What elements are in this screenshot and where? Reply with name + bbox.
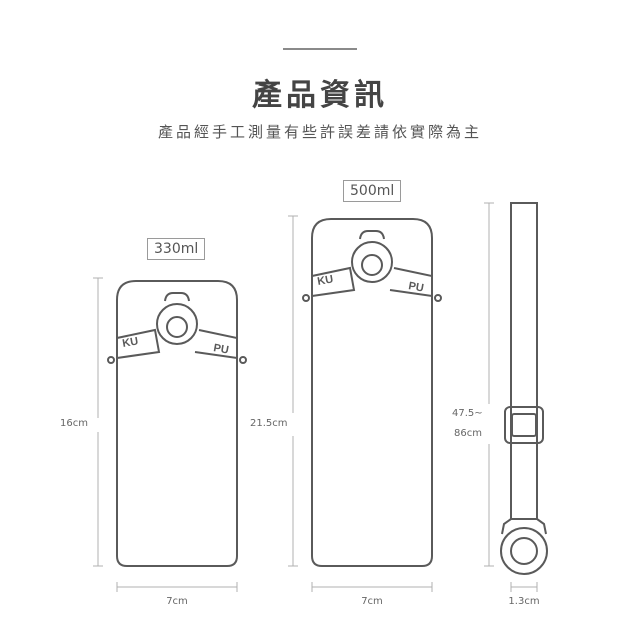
strap-icon — [484, 202, 548, 592]
bottle-500-height-dimension — [288, 215, 298, 567]
capacity-label-330: 330ml — [147, 238, 206, 260]
capacity-label-500: 500ml — [343, 180, 402, 202]
bottle-330-icon — [93, 277, 247, 592]
width-label-500: 7cm — [361, 596, 383, 607]
strap-length-dimension — [484, 202, 494, 567]
badge-330-right: PU — [212, 342, 229, 356]
page-subtitle: 產品經手工測量有些許誤差請依實際為主 — [157, 123, 482, 141]
strap-width-label: 1.3cm — [508, 596, 540, 607]
badge-500-right: PU — [407, 280, 424, 294]
bottle-500-width-dimension — [311, 582, 433, 592]
strap-length-label-line1: 47.5~ — [452, 408, 483, 419]
width-label-330: 7cm — [166, 596, 188, 607]
page-title: 產品資訊 — [252, 78, 388, 113]
top-divider — [283, 48, 357, 50]
badge-500-left: KU — [316, 273, 334, 288]
strap-width-dimension — [510, 582, 538, 592]
badge-330-left: KU — [121, 335, 139, 350]
strap-length-label-line2: 86cm — [454, 428, 482, 439]
bottle-330-width-dimension — [116, 582, 238, 592]
bottle-500-icon — [288, 215, 442, 592]
height-label-500: 21.5cm — [250, 418, 288, 429]
bottle-330-height-dimension — [93, 277, 103, 567]
height-label-330: 16cm — [60, 418, 88, 429]
